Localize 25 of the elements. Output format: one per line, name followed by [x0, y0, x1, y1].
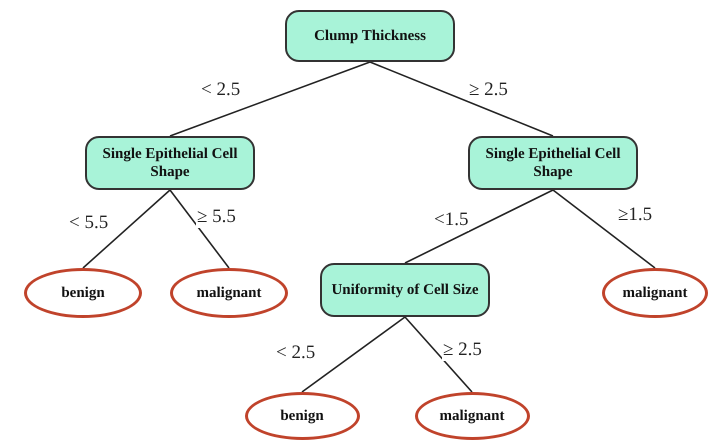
decision-box — [320, 263, 490, 317]
node-label: Single Epithelial Cell Shape — [101, 145, 238, 181]
connector-line — [169, 190, 230, 268]
connector-line — [82, 189, 171, 269]
edge-label: <1.5 — [433, 210, 470, 231]
decision-box — [468, 136, 638, 190]
node-label: malignant — [622, 284, 688, 302]
connector-line — [302, 316, 406, 393]
node-label: benign — [61, 284, 105, 302]
edge-label: ≥ 2.5 — [442, 340, 483, 361]
connector-line — [370, 61, 554, 137]
connector-line — [404, 189, 554, 264]
connector-line — [404, 316, 473, 393]
decision-box — [285, 10, 455, 62]
node-label: benign — [280, 407, 324, 425]
node-label: Clump Thickness — [314, 27, 426, 45]
edge-label: ≥ 5.5 — [196, 207, 237, 228]
node-label: Uniformity of Cell Size — [331, 281, 479, 299]
connector-line — [170, 61, 370, 137]
node-label: malignant — [439, 407, 504, 425]
connector-line — [552, 189, 656, 269]
node-label: malignant — [196, 284, 262, 302]
node-label: Single Epithelial Cell Shape — [484, 145, 622, 181]
edge-label: ≥ 2.5 — [468, 80, 509, 101]
decision-box — [85, 136, 255, 190]
